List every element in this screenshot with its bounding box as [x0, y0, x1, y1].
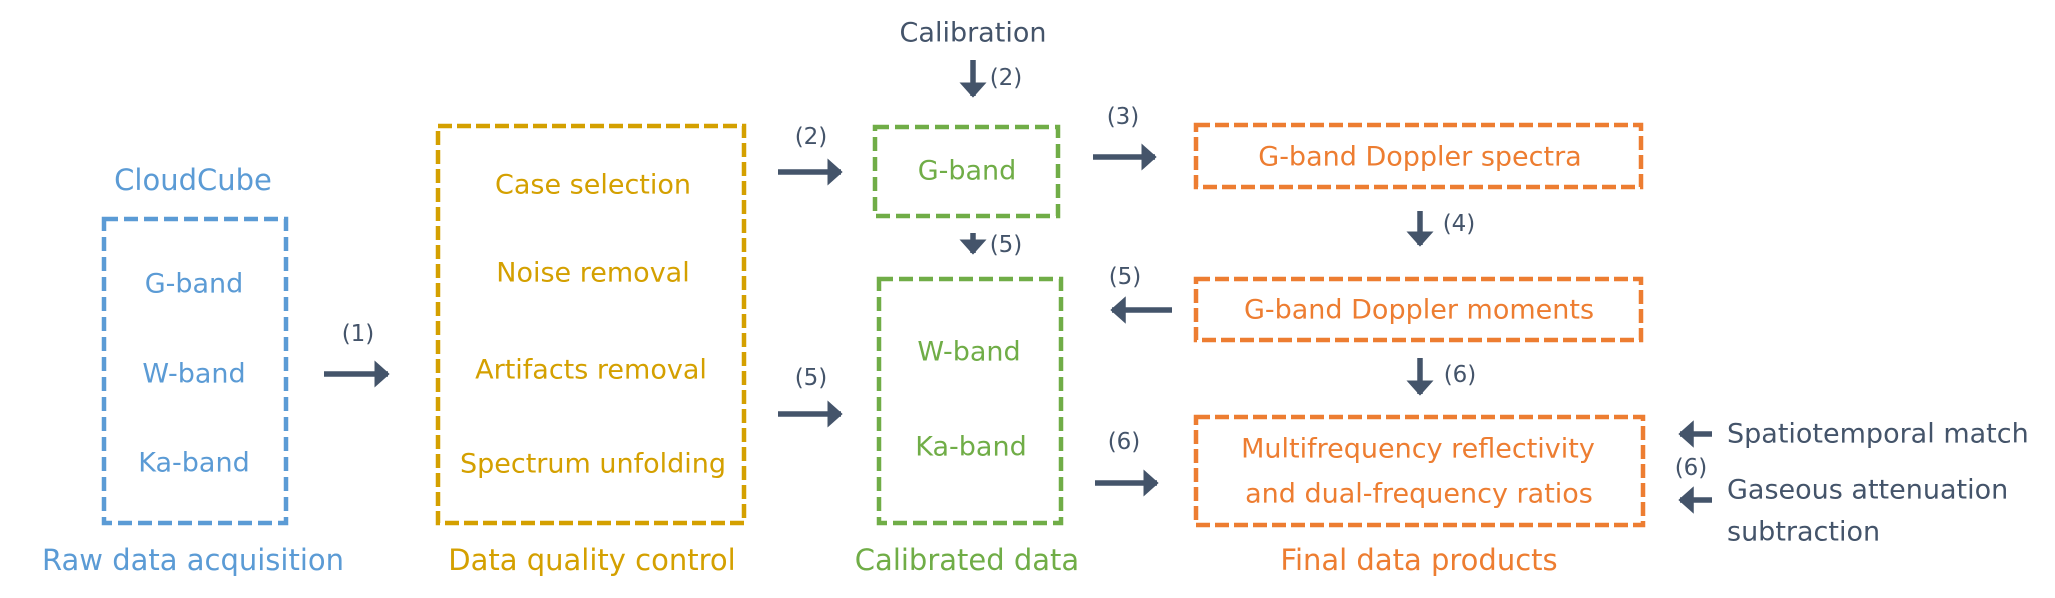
step-label-5-down: (5) [989, 232, 1023, 258]
doppler-moments-label: G-band Doppler moments [1243, 294, 1595, 326]
calibrated-w-band-label: W-band [917, 336, 1021, 368]
doppler-spectra-label: G-band Doppler spectra [1258, 141, 1582, 173]
qc-caption: Data quality control [448, 543, 736, 577]
step-label-6-down: (6) [1443, 362, 1477, 388]
final-products-box [1193, 414, 1646, 528]
final-caption: Final data products [1280, 543, 1558, 577]
step-label-1: (1) [341, 321, 375, 347]
step-label-4: (4) [1442, 211, 1476, 237]
spatiotemporal-match-label: Spatiotemporal match [1727, 418, 2029, 450]
calibrated-w-ka-box [876, 276, 1064, 526]
raw-item-g-band: G-band [144, 268, 244, 300]
final-products-line1: Multifrequency reflectivity [1241, 433, 1595, 465]
qc-item-case-selection: Case selection [494, 169, 692, 201]
cloudcube-title: CloudCube [114, 163, 272, 197]
calibrated-ka-band-label: Ka-band [915, 431, 1027, 463]
qc-item-artifacts-removal: Artifacts removal [475, 354, 707, 386]
step-label-2-calibration: (2) [989, 65, 1023, 91]
calibration-input-label: Calibration [899, 17, 1047, 49]
gaseous-attenuation-line2: subtraction [1727, 516, 1881, 548]
final-products-line2: and dual-frequency ratios [1245, 478, 1593, 510]
step-label-3: (3) [1106, 104, 1140, 130]
doppler-moments-box [1193, 276, 1644, 343]
step-label-6-side: (6) [1674, 455, 1708, 481]
calibrated-g-band-box [872, 124, 1061, 219]
calibrated-g-band-label: G-band [917, 155, 1017, 187]
qc-item-spectrum-unfolding: Spectrum unfolding [459, 448, 727, 480]
raw-item-w-band: W-band [142, 358, 246, 390]
calibrated-caption: Calibrated data [854, 543, 1080, 577]
step-label-6-calibrated: (6) [1107, 429, 1141, 455]
step-label-2-qc: (2) [794, 124, 828, 150]
raw-data-box [101, 216, 289, 526]
qc-item-noise-removal: Noise removal [496, 257, 690, 289]
quality-control-box [435, 123, 747, 526]
raw-item-ka-band: Ka-band [138, 447, 250, 479]
gaseous-attenuation-line1: Gaseous attenuation [1727, 474, 2009, 506]
step-label-5-moments: (5) [1108, 264, 1142, 290]
doppler-spectra-box [1193, 122, 1644, 190]
step-label-5-qc: (5) [794, 365, 828, 391]
raw-data-caption: Raw data acquisition [41, 543, 345, 577]
